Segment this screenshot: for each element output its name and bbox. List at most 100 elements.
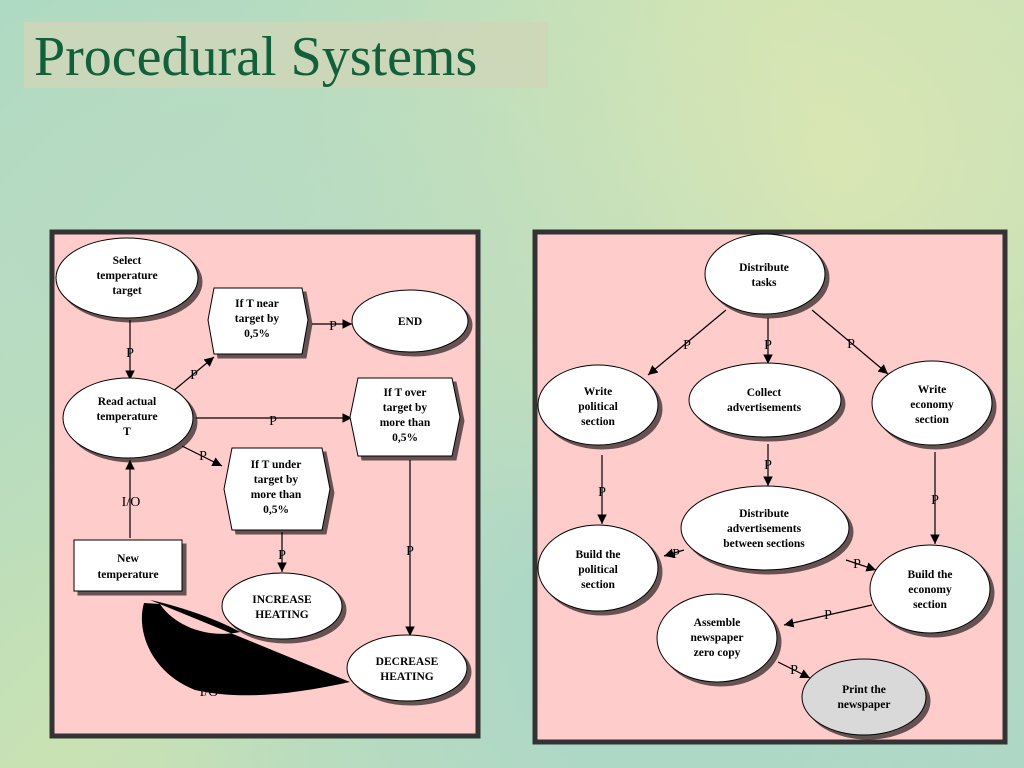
edge-read-to-under [181,445,223,467]
edge-label-p: P [683,338,691,353]
node-label: between sections [723,538,805,550]
node-distribute-ads [680,485,850,571]
edge-label-p: P [199,449,207,464]
node-build-political [537,524,659,612]
right-edges [597,309,940,679]
node-label: Distribute [739,262,789,274]
node-collect-ads [688,362,842,438]
edge-label-p: P [406,544,414,559]
edge-label-p: P [269,414,277,429]
slide-title: Procedural Systems [34,26,478,88]
edge-buildeco-to-assemble [783,604,873,628]
right-edge-labels: P P P P P P P P P P [598,337,939,678]
node-label: section [915,414,949,426]
left-edges [125,319,415,636]
node-write-economy [871,360,993,446]
node-label: newspaper [690,632,743,644]
node-label: more than [251,489,302,501]
edge-label-io: I/O [200,685,219,700]
node-label: Read actual [98,396,156,408]
edge-label-p: P [847,337,855,352]
node-label: tasks [752,277,777,289]
node-label: 0,5% [263,504,289,516]
edge-label-p: P [126,346,134,361]
edge-dist-to-economy [811,309,889,375]
node-label: economy [908,584,952,596]
node-label: Select [113,255,142,267]
node-write-political [537,364,659,446]
node-label: Write [584,386,613,398]
node-label: 0,5% [392,432,418,444]
node-label: Collect [747,387,782,399]
node-label: HEATING [380,671,434,683]
node-assemble-zero-copy [656,593,778,683]
edge-distads-to-buildpol [663,548,685,558]
node-label: economy [910,399,954,411]
edge-label-p: P [764,338,772,353]
node-label: political [578,564,618,576]
node-if-over [349,377,461,457]
node-label: END [398,316,422,328]
node-build-economy [869,544,991,634]
node-label: zero copy [694,647,741,659]
edge-dist-to-political [647,309,727,376]
node-label: DECREASE [376,656,439,668]
node-read-actual [62,377,194,459]
node-label: target by [235,313,280,325]
node-label: HEATING [255,609,309,621]
node-increase-heating [221,572,343,640]
edge-assemble-to-print [777,661,811,679]
node-label: Distribute [739,508,789,520]
node-decrease-heating [346,634,468,702]
edge-label-p: P [329,319,337,334]
node-distribute-tasks [704,233,826,315]
node-label: section [581,579,615,591]
node-label: advertisements [727,523,802,535]
node-label: more than [380,417,431,429]
node-label: Print the [842,684,886,696]
node-label: If T under [251,459,302,471]
right-node-labels: Distribute tasks Write political section… [575,262,953,711]
edge-label-p: P [672,547,680,562]
node-label: T [123,426,131,438]
edge-label-p: P [598,485,606,500]
node-label: section [581,416,615,428]
edge-label-p: P [790,663,798,678]
edge-label-p: P [931,493,939,508]
node-label: Assemble [694,617,741,629]
node-label: target by [254,474,299,486]
edge-distads-to-buildeco [845,559,877,572]
edge-read-to-near [171,356,215,393]
node-end [351,289,469,353]
node-new-temperature [73,539,183,592]
node-label: Write [918,384,947,396]
node-label: Build the [575,549,620,561]
node-label: section [913,599,947,611]
edge-label-io: I/O [122,495,141,510]
node-if-under [223,447,331,531]
edge-label-p: P [764,458,772,473]
node-label: temperature [96,270,157,282]
node-label: If T over [383,387,426,399]
node-label: New [117,553,139,565]
node-print-newspaper [801,658,927,736]
edge-label-p: P [278,548,286,563]
node-label: target [112,285,142,297]
io-feedback-arrow [141,600,350,696]
node-label: INCREASE [252,594,312,606]
node-label: Build the [907,569,952,581]
node-label: 0,5% [244,328,270,340]
node-select-target [55,237,199,319]
node-label: target by [383,402,428,414]
edge-label-p: P [190,368,198,383]
node-if-near [207,287,309,355]
left-node-labels: Select temperature target If T near targ… [96,255,438,683]
node-label: advertisements [727,402,802,414]
node-label: If T near [235,298,279,310]
node-label: political [578,401,618,413]
edge-label-p: P [824,608,832,623]
edge-label-p: P [853,557,861,572]
node-label: temperature [97,569,158,581]
node-label: newspaper [837,699,890,711]
